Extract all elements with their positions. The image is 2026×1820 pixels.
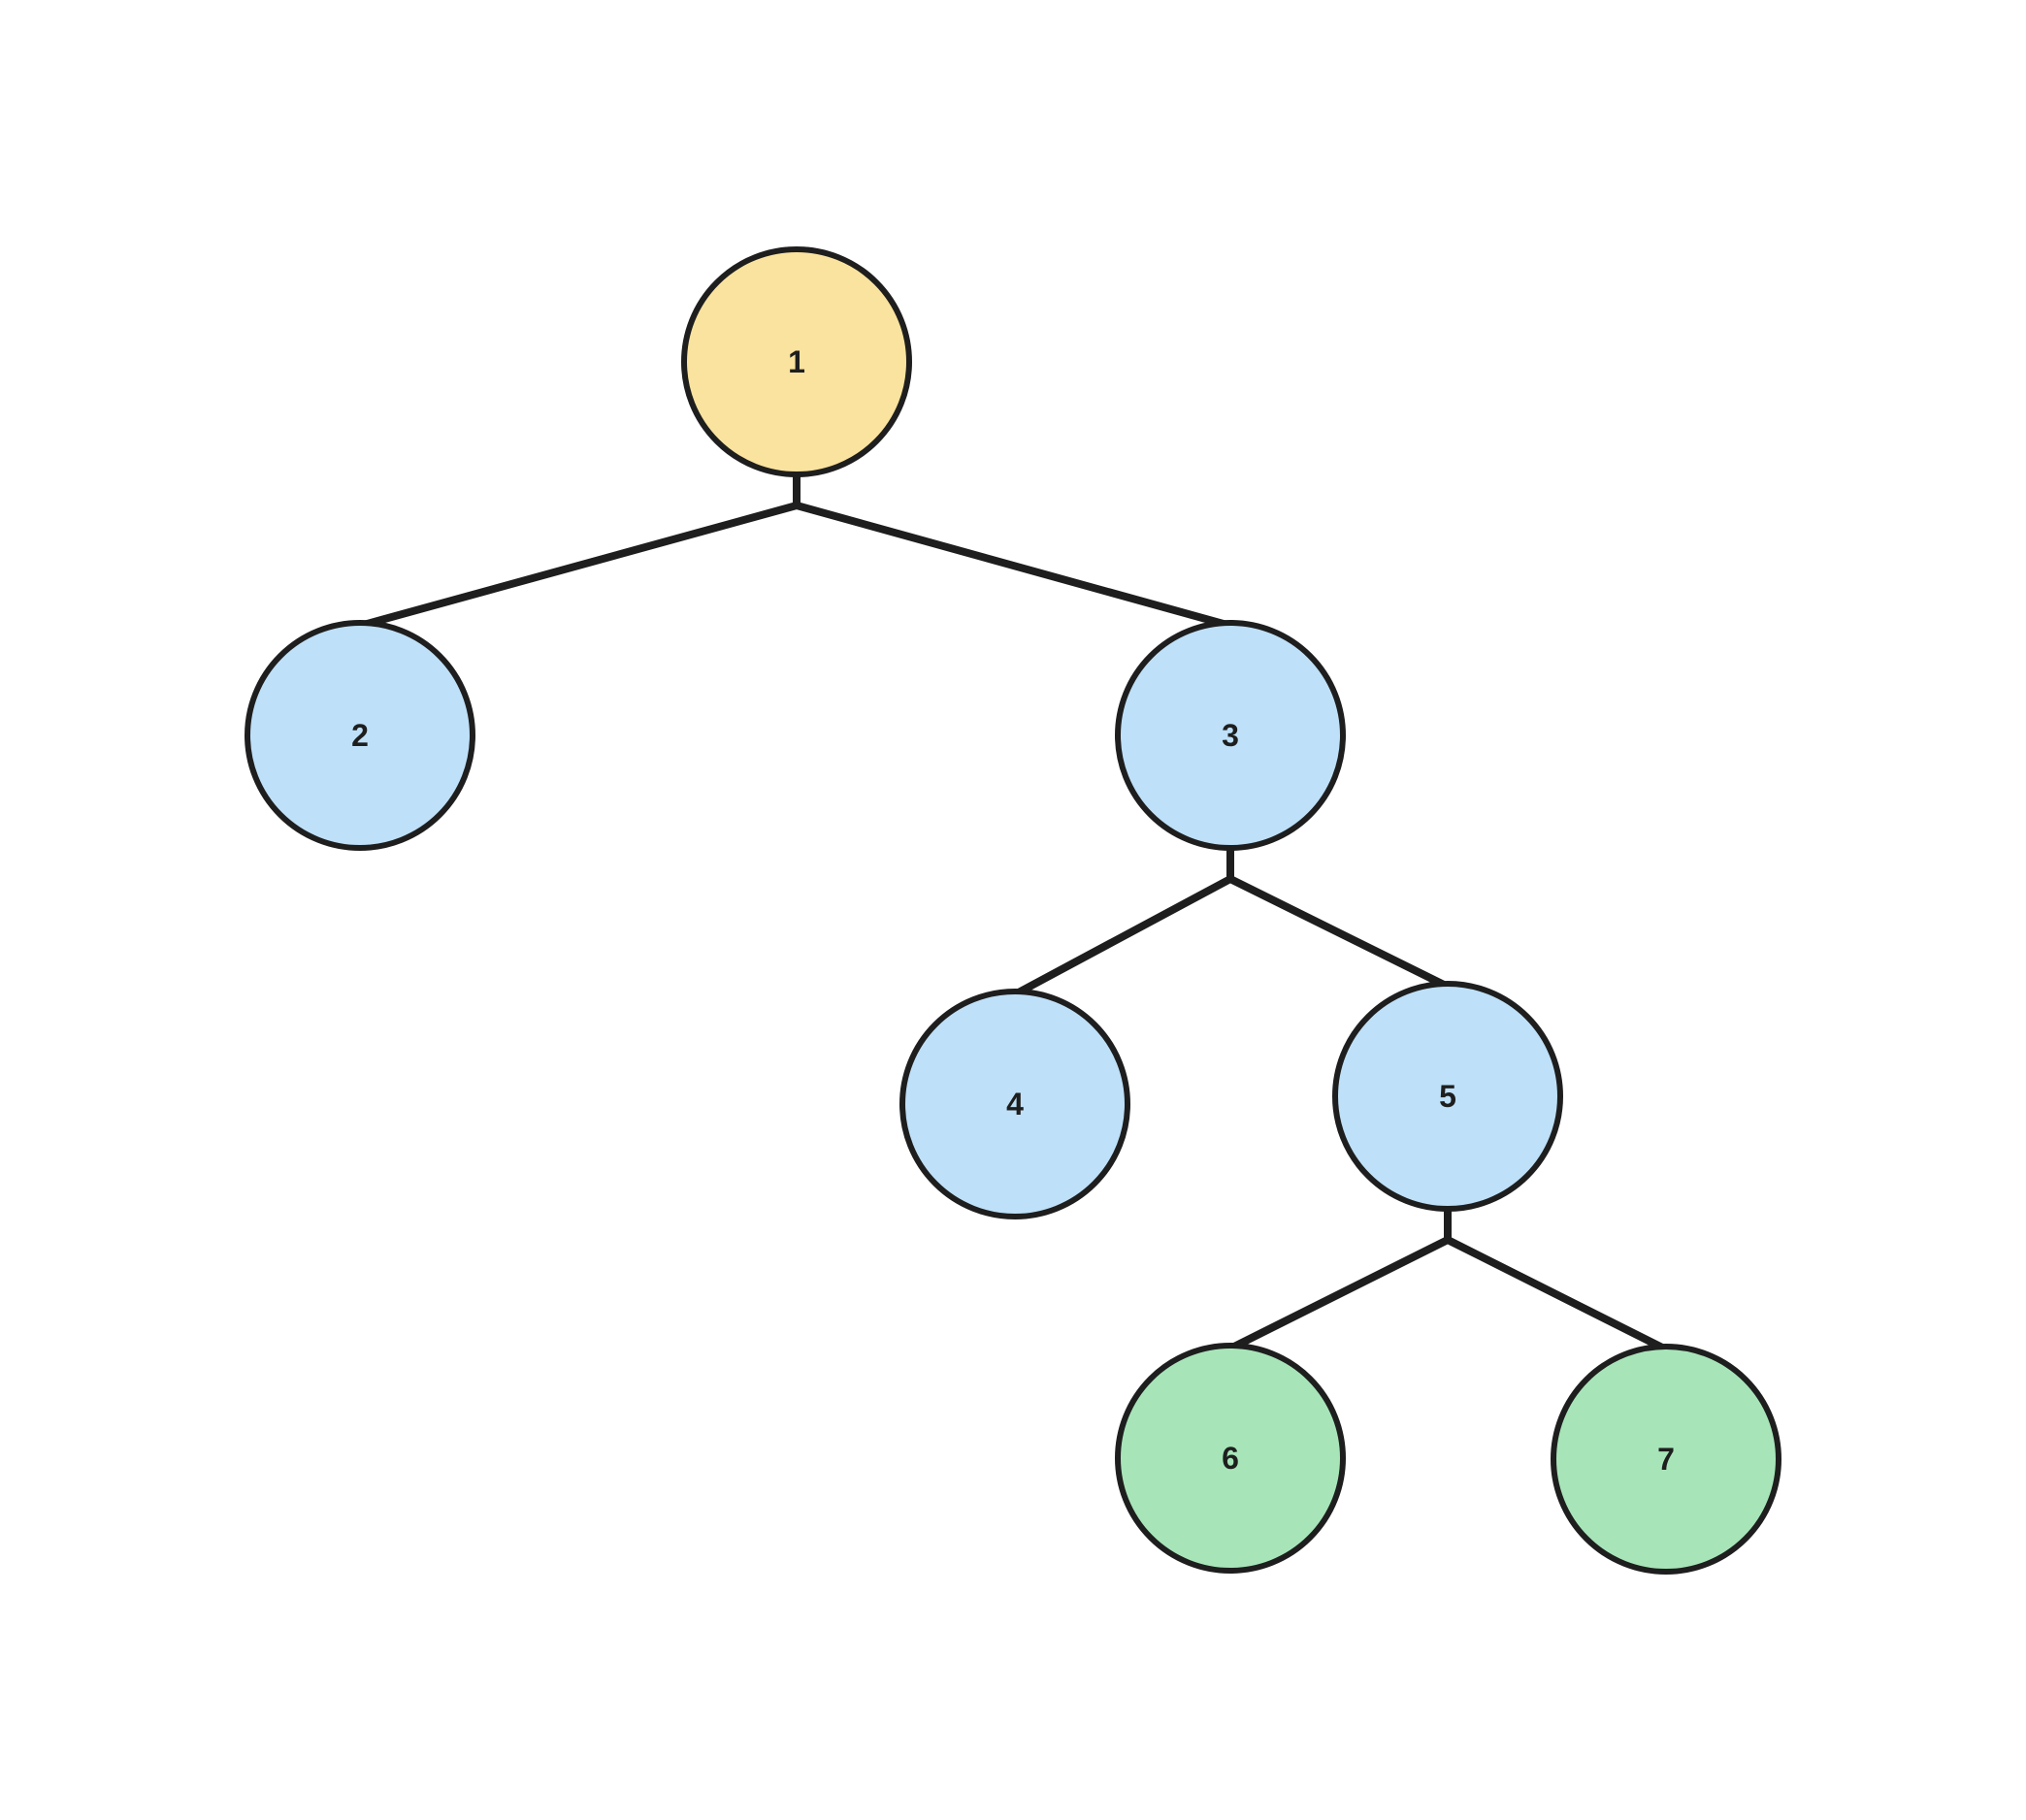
- tree-edge-3-4: [1011, 875, 1234, 998]
- tree-edge-3-5: [1226, 875, 1452, 991]
- tree-node-6: 6: [1115, 1343, 1346, 1574]
- tree-edge-5-7: [1444, 1236, 1670, 1353]
- tree-edge-1-3: [793, 502, 1234, 630]
- node-circle-3: [1115, 620, 1346, 851]
- tree-edge-5-6: [1226, 1236, 1452, 1352]
- node-circle-7: [1551, 1344, 1781, 1575]
- tree-node-3: 3: [1115, 620, 1346, 851]
- tree-node-4: 4: [899, 989, 1130, 1219]
- node-circle-5: [1332, 981, 1563, 1212]
- node-circle-6: [1115, 1343, 1346, 1574]
- tree-edge-1-2: [356, 502, 801, 630]
- tree-node-2: 2: [245, 620, 475, 851]
- tree-node-5: 5: [1332, 981, 1563, 1212]
- tree-node-1: 1: [681, 246, 912, 477]
- node-circle-1: [681, 246, 912, 477]
- tree-node-7: 7: [1551, 1344, 1781, 1575]
- node-circle-2: [245, 620, 475, 851]
- node-circle-4: [899, 989, 1130, 1219]
